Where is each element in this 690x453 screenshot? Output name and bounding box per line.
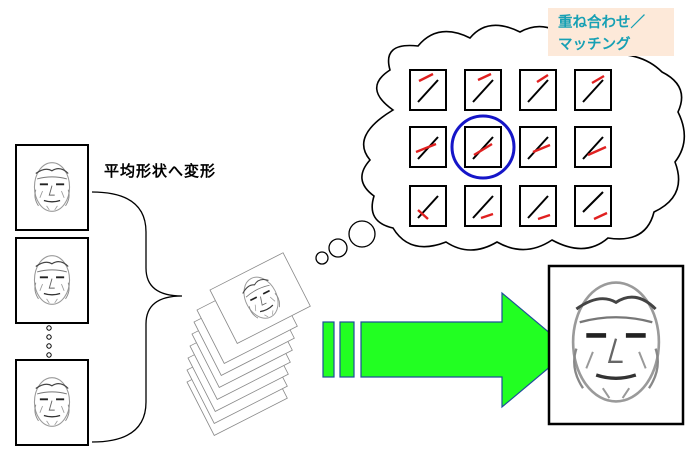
thought-bubbles bbox=[315, 220, 376, 265]
matching-label-line2: マッチング bbox=[558, 37, 631, 53]
patch-cell bbox=[574, 69, 612, 111]
patch-cell bbox=[409, 126, 447, 168]
transformed-image-stack bbox=[186, 252, 311, 436]
patch-cell bbox=[464, 69, 502, 111]
best-match-highlight bbox=[450, 114, 516, 180]
patch-grid bbox=[409, 69, 612, 227]
patch-cell bbox=[519, 126, 557, 168]
output-arrow bbox=[322, 291, 571, 409]
input-face-2 bbox=[15, 237, 89, 324]
matching-label-box: 重ね合わせ／ マッチング bbox=[548, 8, 674, 56]
patch-cell bbox=[409, 185, 447, 227]
patch-cell bbox=[574, 126, 612, 168]
ellipsis-dots bbox=[46, 325, 52, 358]
grouping-brace bbox=[91, 191, 183, 443]
input-face-1 bbox=[15, 144, 89, 231]
transform-label: 平均形状へ変形 bbox=[104, 162, 217, 180]
patch-cell bbox=[409, 69, 447, 111]
output-face bbox=[547, 264, 685, 426]
patch-cell bbox=[464, 126, 502, 168]
patch-cell bbox=[519, 69, 557, 111]
patch-cell bbox=[574, 185, 612, 227]
matching-label-line1: 重ね合わせ／ bbox=[558, 15, 645, 31]
input-face-3 bbox=[15, 359, 89, 446]
patch-cell bbox=[464, 185, 502, 227]
patch-cell bbox=[519, 185, 557, 227]
